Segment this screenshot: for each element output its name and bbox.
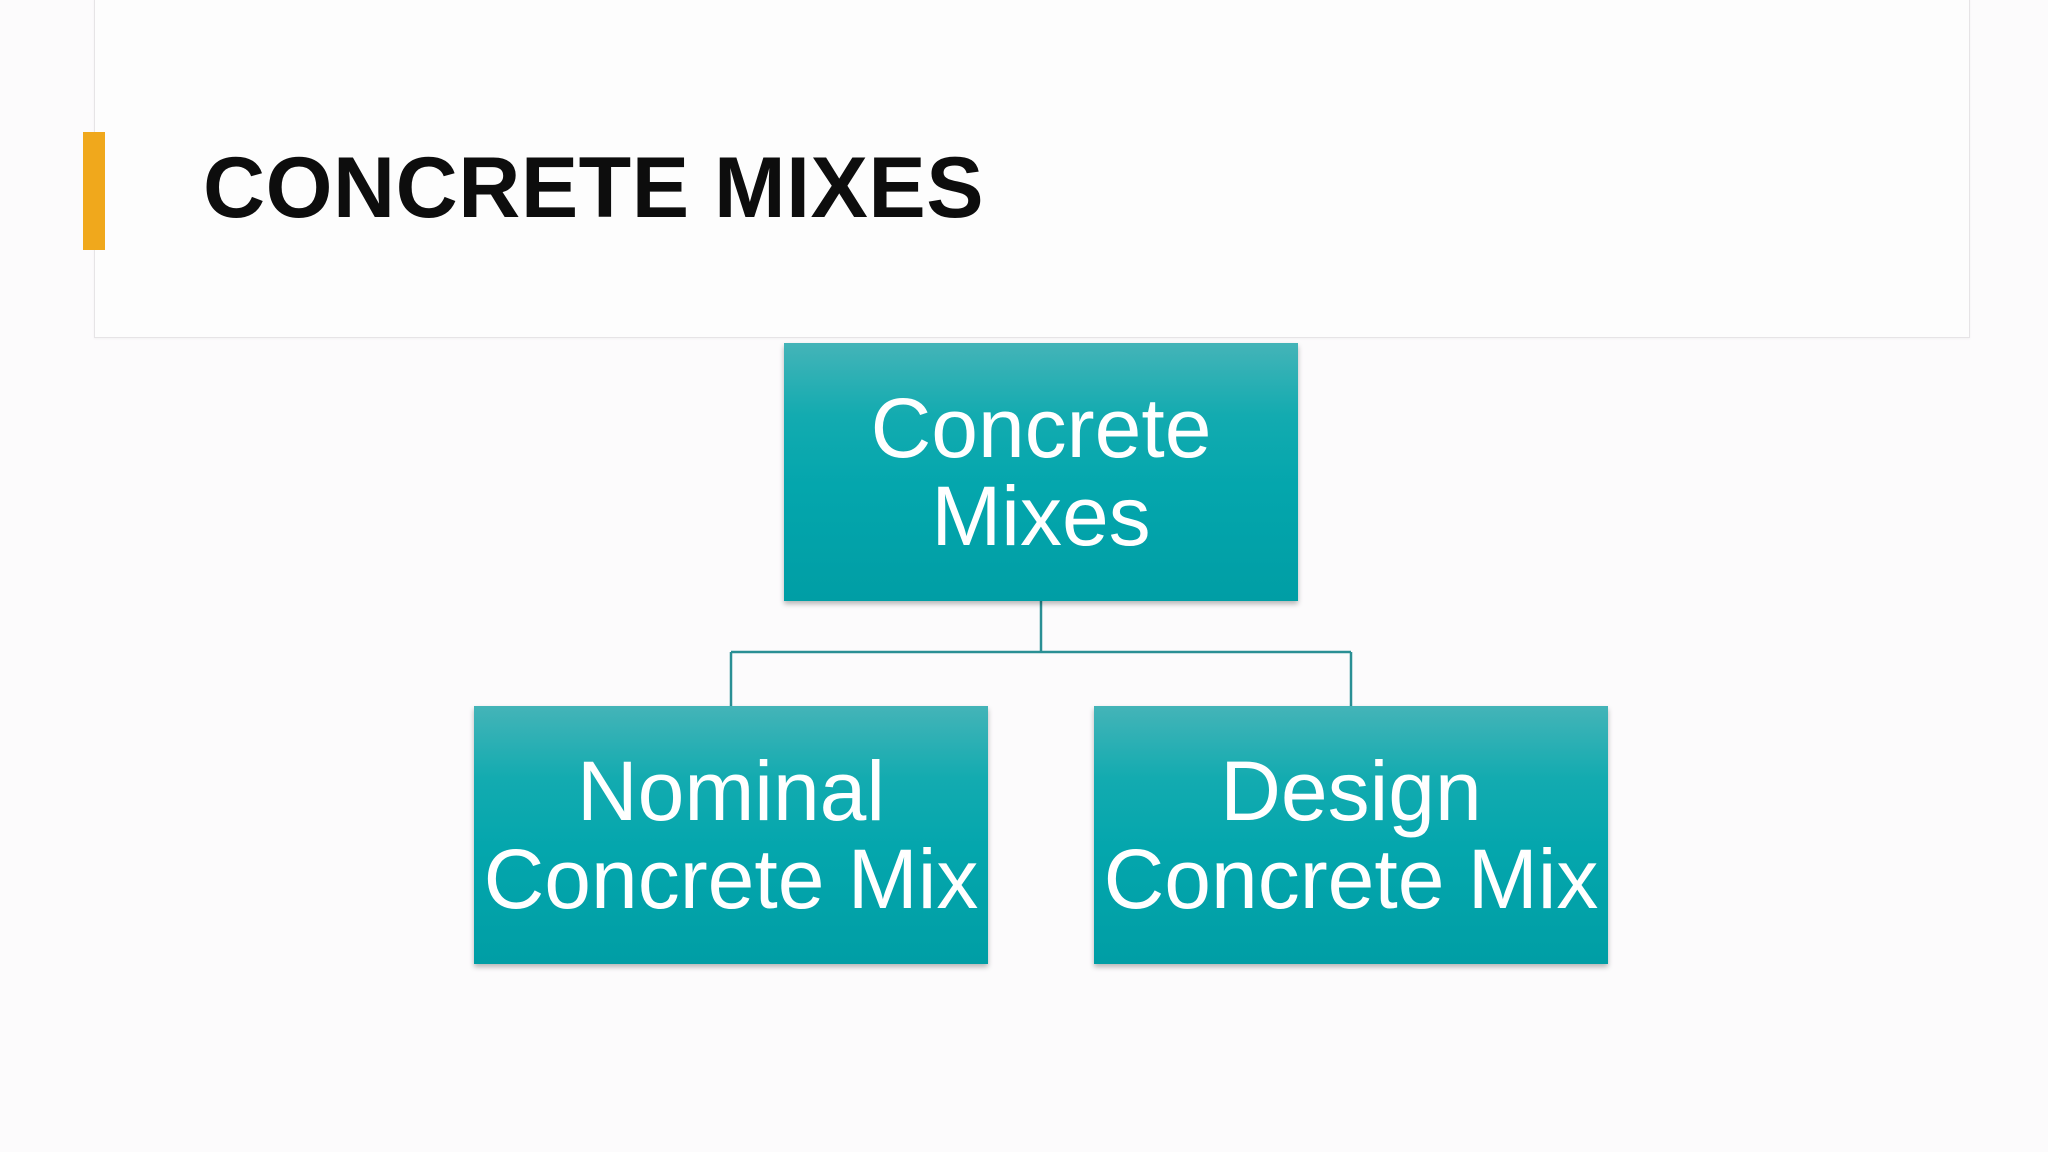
slide-title: CONCRETE MIXES xyxy=(203,140,985,236)
node-label: Concrete Mixes xyxy=(870,381,1212,563)
node-label: Nominal Concrete Mix xyxy=(483,744,979,926)
title-card xyxy=(94,0,1970,338)
title-accent-bar xyxy=(83,132,105,250)
node-label: Design Concrete Mix xyxy=(1103,744,1599,926)
node-concrete-mixes: Concrete Mixes xyxy=(784,343,1298,601)
node-design-concrete-mix: Design Concrete Mix xyxy=(1094,706,1608,964)
node-nominal-concrete-mix: Nominal Concrete Mix xyxy=(474,706,988,964)
